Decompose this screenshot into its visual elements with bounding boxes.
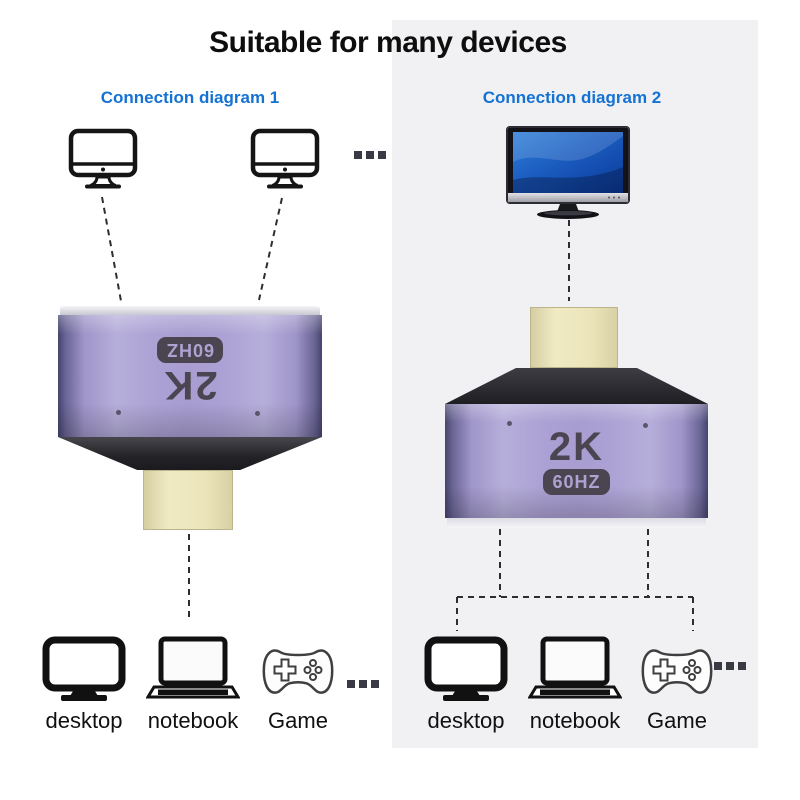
adapter-silver-edge xyxy=(447,518,706,528)
adapter-silver-edge xyxy=(60,306,320,315)
screw-dot xyxy=(643,423,648,428)
imac-monitor-icon xyxy=(250,128,320,189)
resolution-text: 2K xyxy=(548,425,605,469)
hdmi-splitter-adapter-upside-down: 2K 60HZ xyxy=(58,306,322,530)
device-label-notebook: notebook xyxy=(147,708,239,733)
screw-dot xyxy=(255,411,260,416)
dashed-connector-line xyxy=(258,197,283,301)
gamepad-icon xyxy=(262,649,334,694)
screw-dot xyxy=(116,410,121,415)
adapter-body: 2K 60HZ xyxy=(445,404,708,518)
device-label-notebook: notebook xyxy=(529,708,621,733)
gamepad-icon xyxy=(641,649,713,694)
dashed-connector-line xyxy=(101,196,122,302)
adapter-body: 2K 60HZ xyxy=(58,315,322,437)
imac-monitor-icon xyxy=(68,128,138,189)
refresh-rate-badge: 60HZ xyxy=(157,337,224,363)
refresh-rate-badge: 60HZ xyxy=(543,469,610,495)
lcd-monitor-icon xyxy=(506,126,630,219)
diagram1-label: Connection diagram 1 xyxy=(100,88,280,107)
desktop-icon xyxy=(424,636,508,701)
device-label-desktop: desktop xyxy=(45,708,123,733)
ellipsis-squares-icon xyxy=(354,151,386,159)
hdmi-splitter-adapter-upright: 2K 60HZ xyxy=(445,307,708,528)
hdmi-male-plug xyxy=(530,307,618,368)
hdmi-male-plug xyxy=(143,470,233,530)
page-title: Suitable for many devices xyxy=(209,26,567,59)
screw-dot xyxy=(507,421,512,426)
device-label-game: Game xyxy=(647,708,707,733)
adapter-neck xyxy=(445,368,708,404)
ellipsis-squares-icon xyxy=(714,662,746,670)
notebook-icon xyxy=(528,636,622,699)
adapter-engraving: 2K 60HZ xyxy=(445,425,708,495)
ellipsis-squares-icon xyxy=(347,680,379,688)
notebook-icon xyxy=(146,636,240,699)
device-label-desktop: desktop xyxy=(427,708,505,733)
diagram2-label: Connection diagram 2 xyxy=(482,88,662,107)
device-label-game: Game xyxy=(268,708,328,733)
resolution-text: 2K xyxy=(162,363,218,407)
desktop-icon xyxy=(42,636,126,701)
adapter-neck xyxy=(58,437,322,470)
adapter-engraving: 2K 60HZ xyxy=(58,337,322,407)
